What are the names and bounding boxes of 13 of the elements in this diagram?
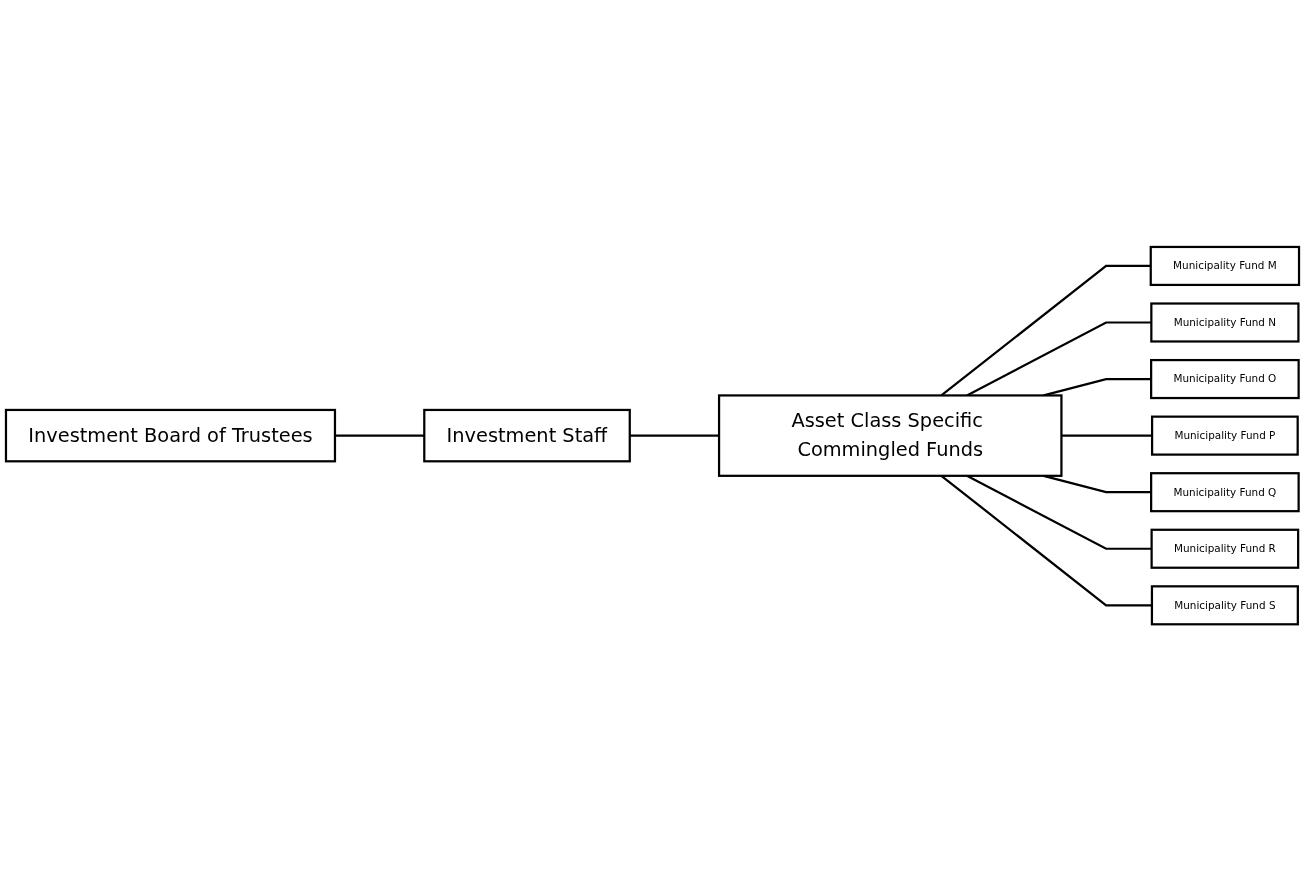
node-box: Municipality Fund Q [1150,471,1300,513]
connector [629,434,720,437]
node-box: Municipality Fund M [1149,245,1301,286]
node-box: Municipality Fund N [1150,302,1300,343]
connector [1061,434,1153,437]
node-box: Asset Class Specific Commingled Funds [717,394,1063,477]
node-box: Municipality Fund O [1150,358,1300,400]
connector [334,434,425,437]
node-box: Investment Staff [423,408,631,463]
node-box: Municipality Fund R [1150,528,1300,569]
node-box: Municipality Fund S [1150,585,1299,626]
node-box: Municipality Fund P [1151,415,1299,456]
node-box: Investment Board of Trustees [4,408,337,463]
